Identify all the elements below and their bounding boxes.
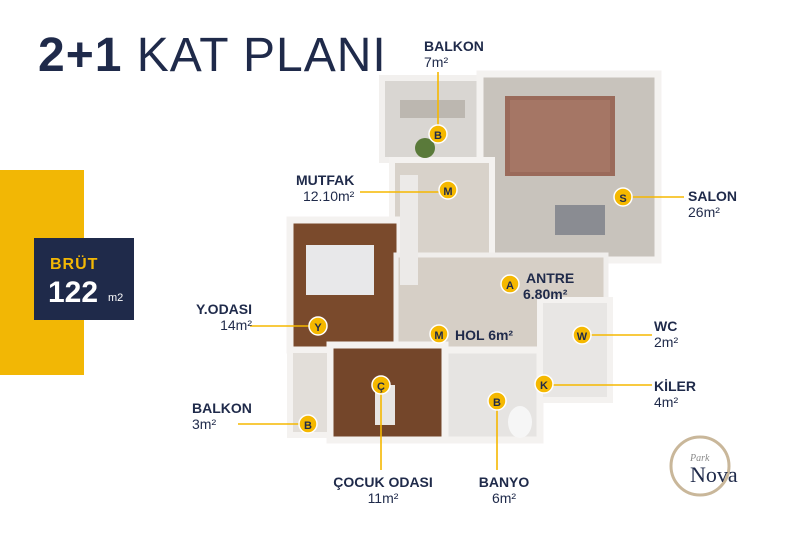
- antre-area: 6.80m²: [523, 286, 568, 302]
- brut-unit: m2: [108, 292, 124, 304]
- label-kiler-name: KİLER: [654, 378, 696, 394]
- svg-text:B: B: [493, 397, 501, 409]
- brut-value: 122: [48, 276, 99, 309]
- marker-balkon-top: B: [428, 124, 448, 144]
- svg-text:B: B: [304, 420, 312, 432]
- label-banyo-name: BANYO: [478, 474, 530, 490]
- label-balkon-left-area: 3m²: [192, 416, 217, 432]
- page-title: 2+1 KAT PLANI: [38, 28, 387, 83]
- brut-label: BRÜT: [50, 256, 99, 273]
- label-banyo: BANYO 6m²: [464, 474, 544, 506]
- label-yodasi: Y.ODASI 14m²: [196, 301, 252, 333]
- label-balkon-top-area: 7m²: [424, 54, 449, 70]
- svg-text:Y: Y: [314, 322, 322, 334]
- label-mutfak-area: 12.10m²: [302, 188, 355, 204]
- marker-hol: M: [429, 324, 449, 344]
- label-cocuk-area: 11m²: [367, 490, 399, 506]
- marker-wc: W: [572, 325, 592, 345]
- antre-name: ANTRE: [526, 270, 574, 286]
- park-nova-logo-icon: [669, 435, 731, 497]
- marker-banyo: B: [487, 391, 507, 411]
- brut-area-badge: BRÜT 122 m2: [34, 238, 134, 320]
- label-balkon-left-name: BALKON: [192, 400, 252, 416]
- label-balkon-top-name: BALKON: [424, 38, 484, 54]
- label-yodasi-name: Y.ODASI: [196, 301, 253, 317]
- marker-salon: S: [613, 187, 633, 207]
- svg-text:Ç: Ç: [377, 381, 385, 393]
- label-salon: SALON 26m²: [688, 188, 737, 220]
- svg-text:K: K: [540, 380, 548, 392]
- marker-kiler: K: [534, 374, 554, 394]
- marker-balkon-left: B: [298, 414, 318, 434]
- title-rest: KAT PLANI: [136, 29, 387, 82]
- label-wc: WC 2m²: [654, 318, 678, 350]
- svg-text:M: M: [443, 186, 452, 198]
- label-banyo-area: 6m²: [491, 490, 517, 506]
- logo-nova-text: Nova: [690, 462, 738, 487]
- label-balkon-top: BALKON 7m²: [424, 38, 484, 70]
- label-yodasi-area: 14m²: [220, 317, 253, 333]
- hol-label: HOL 6m²: [455, 327, 513, 343]
- title-bold: 2+1: [38, 29, 123, 82]
- logo-park-text: Park: [690, 453, 710, 464]
- label-salon-name: SALON: [688, 188, 737, 204]
- label-cocuk: ÇOCUK ODASI 11m²: [328, 474, 438, 506]
- svg-text:S: S: [619, 193, 626, 205]
- svg-text:W: W: [577, 331, 588, 343]
- marker-cocuk: Ç: [371, 375, 391, 395]
- label-wc-name: WC: [654, 318, 678, 334]
- plan-furniture: [306, 96, 615, 438]
- marker-antre: A: [500, 274, 520, 294]
- label-kiler: KİLER 4m²: [654, 378, 696, 410]
- label-mutfak-name: MUTFAK: [296, 172, 355, 188]
- room-markers: B M S A Y M W K B Ç B: [298, 124, 633, 434]
- label-kiler-area: 4m²: [654, 394, 679, 410]
- marker-mutfak: M: [438, 180, 458, 200]
- label-cocuk-name: ÇOCUK ODASI: [333, 474, 433, 490]
- label-mutfak: MUTFAK 12.10m²: [296, 172, 354, 204]
- label-wc-area: 2m²: [654, 334, 679, 350]
- label-salon-area: 26m²: [688, 204, 720, 220]
- svg-text:A: A: [506, 280, 514, 292]
- marker-yodasi: Y: [308, 316, 328, 336]
- svg-text:M: M: [434, 330, 443, 342]
- label-balkon-left: BALKON 3m²: [192, 400, 252, 432]
- leader-lines: [238, 72, 684, 470]
- svg-text:B: B: [434, 130, 442, 142]
